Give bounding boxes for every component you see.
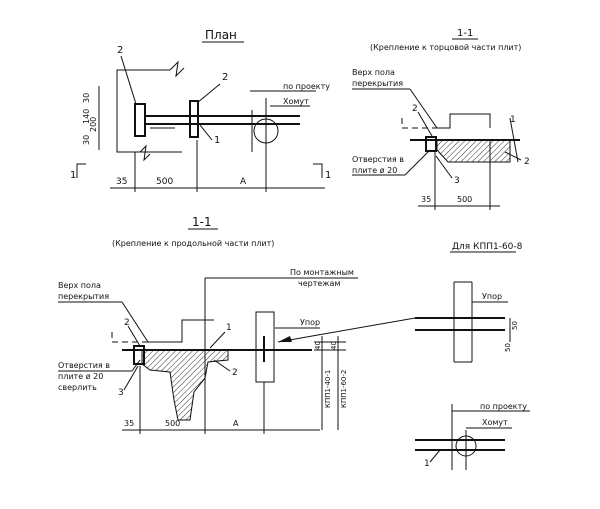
section-end-leader-2b <box>504 151 522 161</box>
plan-plate-left <box>134 103 146 137</box>
plan-leader-2b <box>196 83 221 104</box>
section-long-callout-2a: 2 <box>124 318 130 328</box>
section-long-leader-2a <box>127 325 141 347</box>
section-long-callout-1: 1 <box>226 323 232 333</box>
section-end-callout-3: 3 <box>454 176 460 186</box>
plan-dim-30a: 30 <box>82 93 91 103</box>
section-long-view: 1-1 (Крепление к продольной части плит) … <box>58 215 416 434</box>
plan-dim-35: 35 <box>116 177 127 187</box>
section-long-label-holes-2: плите ø 20 <box>58 372 103 381</box>
plan-plate-right <box>189 100 199 138</box>
detail-homut-label-homut: Хомут <box>482 418 508 427</box>
section-long-arrow-line <box>277 317 416 343</box>
section-long-floor-dashed <box>111 332 142 343</box>
section-long-slab <box>141 349 229 421</box>
section-long-label-holes-3: сверлить <box>58 383 97 392</box>
plan-callout-2b: 2 <box>222 72 228 83</box>
plan-title: План <box>205 28 237 42</box>
detail-homut-callout-1: 1 <box>424 459 430 469</box>
plan-view: План 2 2 1 по проекту Хомут 200 30 140 <box>70 28 331 192</box>
section-end-leader-holes-2 <box>404 149 431 176</box>
plan-section-right: 1 <box>325 170 331 181</box>
detail-homut-view: по проекту Хомут 1 <box>415 402 530 470</box>
section-long-label-kpp1: КПП1-40-1 <box>324 370 332 408</box>
detail-kpp-view: Для КПП1-60-8 Упор 50 50 <box>415 242 523 363</box>
section-long-leader-3 <box>123 365 139 391</box>
section-end-label-floor-2: перекрытия <box>352 79 403 88</box>
section-long-callout-2b: 2 <box>232 368 238 378</box>
plan-label-homut: Хомут <box>283 97 309 106</box>
section-long-dim-35: 35 <box>124 419 134 428</box>
section-end-label-floor-1: Верх пола <box>352 68 395 77</box>
section-long-leader-holes-2 <box>131 359 141 372</box>
plan-leader-2a <box>120 55 137 105</box>
section-long-plate <box>133 345 145 365</box>
section-end-slab <box>436 139 511 163</box>
section-long-dim-side-b: 40 <box>330 341 338 350</box>
section-end-view: 1-1 (Крепление к торцовой части плит) Ве… <box>352 28 530 210</box>
section-end-floor-dashed <box>401 118 450 129</box>
detail-kpp-label-upor: Упор <box>482 292 502 301</box>
section-end-dim-35: 35 <box>421 195 431 204</box>
section-long-label-floor-1: Верх пола <box>58 281 101 290</box>
section-end-floor-step <box>438 113 491 129</box>
section-long-post <box>255 311 275 383</box>
plan-dim-140: 140 <box>82 109 91 124</box>
section-long-leader-1 <box>209 331 226 349</box>
detail-homut-label-po-proektu: по проекту <box>480 402 527 411</box>
section-end-callout-2a: 2 <box>412 104 418 114</box>
plan-leader-1 <box>199 124 213 141</box>
section-long-arrow-head <box>278 336 292 342</box>
plan-label-po-proektu: по проекту <box>283 82 330 91</box>
section-long-label-mount-2: чертежам <box>298 279 340 288</box>
section-end-subtitle: (Крепление к торцовой части плит) <box>370 43 521 52</box>
section-long-dim-A: А <box>233 419 239 428</box>
plan-dim-500: 500 <box>156 177 173 187</box>
plan-break-line-bottom <box>139 144 151 162</box>
plan-dim-30b: 30 <box>82 135 91 145</box>
section-long-subtitle: (Крепление к продольной части плит) <box>112 239 274 248</box>
section-end-label-holes-1: Отверстия в <box>352 155 404 164</box>
section-end-plate <box>425 136 437 152</box>
section-long-title: 1-1 <box>192 215 212 229</box>
detail-kpp-title: Для КПП1-60-8 <box>452 242 523 252</box>
plan-section-mark-left <box>76 163 86 178</box>
section-end-label-holes-2: плите ø 20 <box>352 166 397 175</box>
detail-homut-leader-1 <box>429 449 441 463</box>
detail-kpp-dim-50a: 50 <box>511 321 519 330</box>
plan-break-line-top <box>169 60 185 78</box>
section-long-label-holes-1: Отверстия в <box>58 361 110 370</box>
section-end-dim-500: 500 <box>457 195 472 204</box>
section-end-rail-end <box>509 117 519 163</box>
section-end-leader-3 <box>435 155 453 179</box>
section-end-leader-floor-2 <box>409 88 438 129</box>
plan-dim-200: 200 <box>89 117 98 132</box>
section-long-dim-side-a: 40 <box>314 341 322 350</box>
plan-callout-1: 1 <box>214 135 220 146</box>
plan-section-mark-right <box>313 163 323 178</box>
section-long-label-floor-2: перекрытия <box>58 292 109 301</box>
section-long-label-kpp2: КПП1-60-2 <box>340 370 348 408</box>
section-long-leader-floor-2 <box>121 301 149 343</box>
plan-section-left: 1 <box>70 170 76 181</box>
detail-kpp-dim-50b: 50 <box>504 343 512 352</box>
section-end-callout-2b: 2 <box>524 157 530 167</box>
section-long-label-mount-1: По монтажным <box>290 268 354 277</box>
section-long-label-upor: Упор <box>300 318 320 327</box>
plan-slab-outline <box>116 69 182 153</box>
section-long-leader-2b <box>213 359 231 372</box>
section-end-leader-2a <box>417 111 433 137</box>
plan-dim-A: А <box>240 177 247 187</box>
section-end-callout-1: 1 <box>510 115 516 125</box>
section-long-callout-3: 3 <box>118 388 124 398</box>
section-long-floor-step <box>142 319 214 343</box>
section-end-title: 1-1 <box>457 28 473 39</box>
plan-callout-2a: 2 <box>117 45 123 56</box>
section-long-dim-500: 500 <box>165 419 180 428</box>
